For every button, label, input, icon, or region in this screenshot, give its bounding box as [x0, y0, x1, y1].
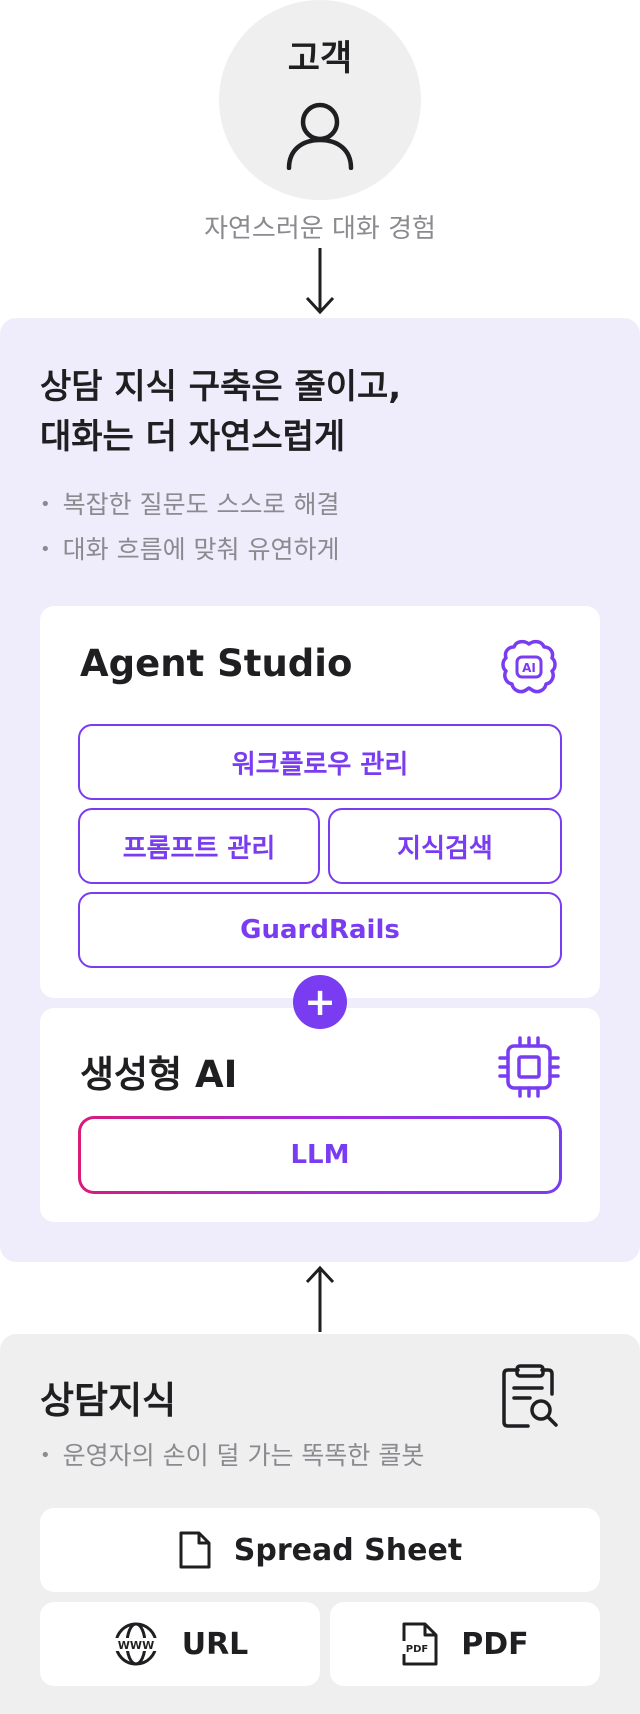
- headline-line1: 상담 지식 구축은 줄이고,: [40, 367, 402, 407]
- benefit-item: 복잡한 질문도 스스로 해결: [40, 484, 340, 529]
- user-icon: [286, 102, 354, 170]
- svg-text:AI: AI: [522, 661, 536, 675]
- arrow-up-icon: [305, 1265, 335, 1332]
- source-url: WWW URL: [40, 1602, 320, 1686]
- llm-chip: LLM: [78, 1116, 562, 1194]
- llm-label: LLM: [81, 1119, 559, 1191]
- svg-text:PDF: PDF: [406, 1644, 428, 1655]
- arrow-down-icon: [305, 248, 335, 315]
- source-url-label: URL: [181, 1626, 249, 1662]
- headline: 상담 지식 구축은 줄이고, 대화는 더 자연스럽게: [40, 362, 600, 462]
- clipboard-search-icon: [502, 1364, 558, 1428]
- workflow-management-chip: 워크플로우 관리: [78, 724, 562, 800]
- chip-icon: [498, 1036, 560, 1098]
- source-spreadsheet: Spread Sheet: [40, 1508, 600, 1592]
- benefit-list: 복잡한 질문도 스스로 해결 대화 흐름에 맞춰 유연하게: [40, 484, 340, 574]
- headline-line2: 대화는 더 자연스럽게: [40, 417, 346, 457]
- document-icon: [179, 1531, 211, 1569]
- knowledge-search-chip: 지식검색: [328, 808, 562, 884]
- pdf-file-icon: PDF: [402, 1622, 438, 1666]
- generative-ai-title: 생성형 AI: [80, 1053, 238, 1096]
- knowledge-title: 상담지식: [40, 1379, 177, 1422]
- plus-icon: +: [293, 975, 347, 1029]
- svg-text:WWW: WWW: [118, 1639, 154, 1652]
- agent-studio-title: Agent Studio: [80, 642, 353, 685]
- customer-circle: [219, 0, 421, 200]
- globe-www-icon: WWW: [113, 1622, 158, 1666]
- brain-ai-icon: AI: [501, 639, 557, 694]
- source-pdf-label: PDF: [461, 1626, 529, 1662]
- prompt-management-chip: 프롬프트 관리: [78, 808, 320, 884]
- source-pdf: PDF PDF: [330, 1602, 600, 1686]
- source-spreadsheet-label: Spread Sheet: [233, 1532, 463, 1568]
- customer-subtitle: 자연스러운 대화 경험: [204, 214, 436, 244]
- benefit-item: 대화 흐름에 맞춰 유연하게: [40, 529, 340, 574]
- knowledge-subtitle: 운영자의 손이 덜 가는 똑똑한 콜봇: [40, 1436, 425, 1472]
- customer-title: 고객: [287, 39, 353, 79]
- guardrails-chip: GuardRails: [78, 892, 562, 968]
